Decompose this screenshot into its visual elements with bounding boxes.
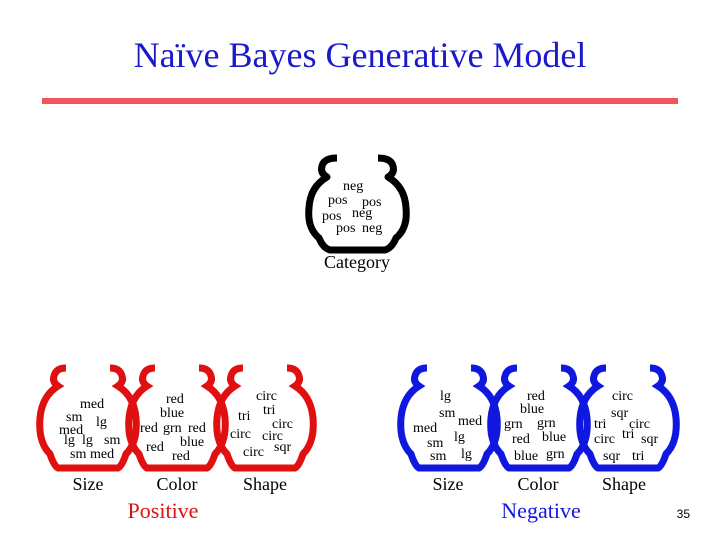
positive-shape-urn <box>217 368 314 468</box>
negative-color-word: blue <box>514 449 539 464</box>
negative-size-word: lg <box>440 389 451 404</box>
positive-color-word: red <box>166 392 184 407</box>
negative-shape-label: Shape <box>602 474 646 494</box>
category-word: pos <box>362 195 382 210</box>
negative-size-word: sm <box>439 406 456 421</box>
positive-shape-word: circ <box>256 389 277 404</box>
page-number: 35 <box>676 507 690 521</box>
category-word: neg <box>352 206 373 221</box>
negative-shape-word: circ <box>612 389 633 404</box>
positive-color-word: red <box>146 440 164 455</box>
positive-size-word: lg <box>82 433 93 448</box>
negative-shape-word: sqr <box>611 406 629 421</box>
category-word: pos <box>322 209 342 224</box>
positive-size-word: lg <box>96 415 107 430</box>
positive-shape-word: sqr <box>274 440 292 455</box>
positive-shape-word: circ <box>272 417 293 432</box>
positive-shape-word: tri <box>238 409 251 424</box>
positive-color-word: grn <box>163 421 182 436</box>
positive-size-word: med <box>59 423 84 438</box>
negative-color-word: grn <box>546 447 565 462</box>
category-word: pos <box>328 193 348 208</box>
positive-shape-label: Shape <box>243 474 287 494</box>
negative-shape-word: circ <box>629 417 650 432</box>
negative-size-word: lg <box>454 430 465 445</box>
negative-color-word: grn <box>504 417 523 432</box>
title-divider <box>42 98 678 104</box>
positive-color-word: red <box>140 421 158 436</box>
negative-color-label: Color <box>517 474 559 494</box>
negative-shape-word: sqr <box>641 432 659 447</box>
negative-size-word: sm <box>427 436 444 451</box>
negative-shape-word: circ <box>594 432 615 447</box>
negative-size-word: med <box>413 421 438 436</box>
positive-shape-word: circ <box>230 427 251 442</box>
category-word: pos <box>336 221 356 236</box>
negative-shape-word: sqr <box>603 449 621 464</box>
positive-color-word: blue <box>180 435 205 450</box>
negative-color-word: blue <box>520 402 545 417</box>
positive-size-word: sm <box>104 433 121 448</box>
category-urn <box>305 154 410 254</box>
positive-size-label: Size <box>72 474 104 494</box>
positive-size-word: med <box>80 397 105 412</box>
positive-color-label: Color <box>156 474 198 494</box>
negative-color-word: grn <box>537 416 556 431</box>
negative-size-word: lg <box>461 447 472 462</box>
negative-size-word: sm <box>430 449 447 464</box>
negative-color-word: red <box>527 389 545 404</box>
slide-title: Naïve Bayes Generative Model <box>133 35 587 75</box>
positive-size-word: med <box>90 447 115 462</box>
negative-color-word: red <box>512 432 530 447</box>
category-word: neg <box>362 221 383 236</box>
positive-shape-word: circ <box>243 445 264 460</box>
negative-shape-word: tri <box>632 449 645 464</box>
negative-color-word: blue <box>542 430 567 445</box>
positive-shape-word: tri <box>263 403 276 418</box>
positive-size-word: lg <box>64 433 75 448</box>
negative-size-label: Size <box>432 474 464 494</box>
negative-shape-word: tri <box>622 427 635 442</box>
positive-color-word: blue <box>160 406 185 421</box>
positive-size-word: sm <box>70 447 87 462</box>
positive-color-word: red <box>172 449 190 464</box>
positive-size-urn <box>40 368 137 468</box>
positive-size-word: sm <box>66 410 83 425</box>
category-word: neg <box>343 179 364 194</box>
negative-class-label: Negative <box>501 498 581 523</box>
positive-class-label: Positive <box>127 498 199 523</box>
negative-size-word: med <box>458 414 483 429</box>
category-urn-label: Category <box>324 252 390 272</box>
negative-shape-word: tri <box>594 417 607 432</box>
positive-shape-word: circ <box>262 429 283 444</box>
positive-color-word: red <box>188 421 206 436</box>
